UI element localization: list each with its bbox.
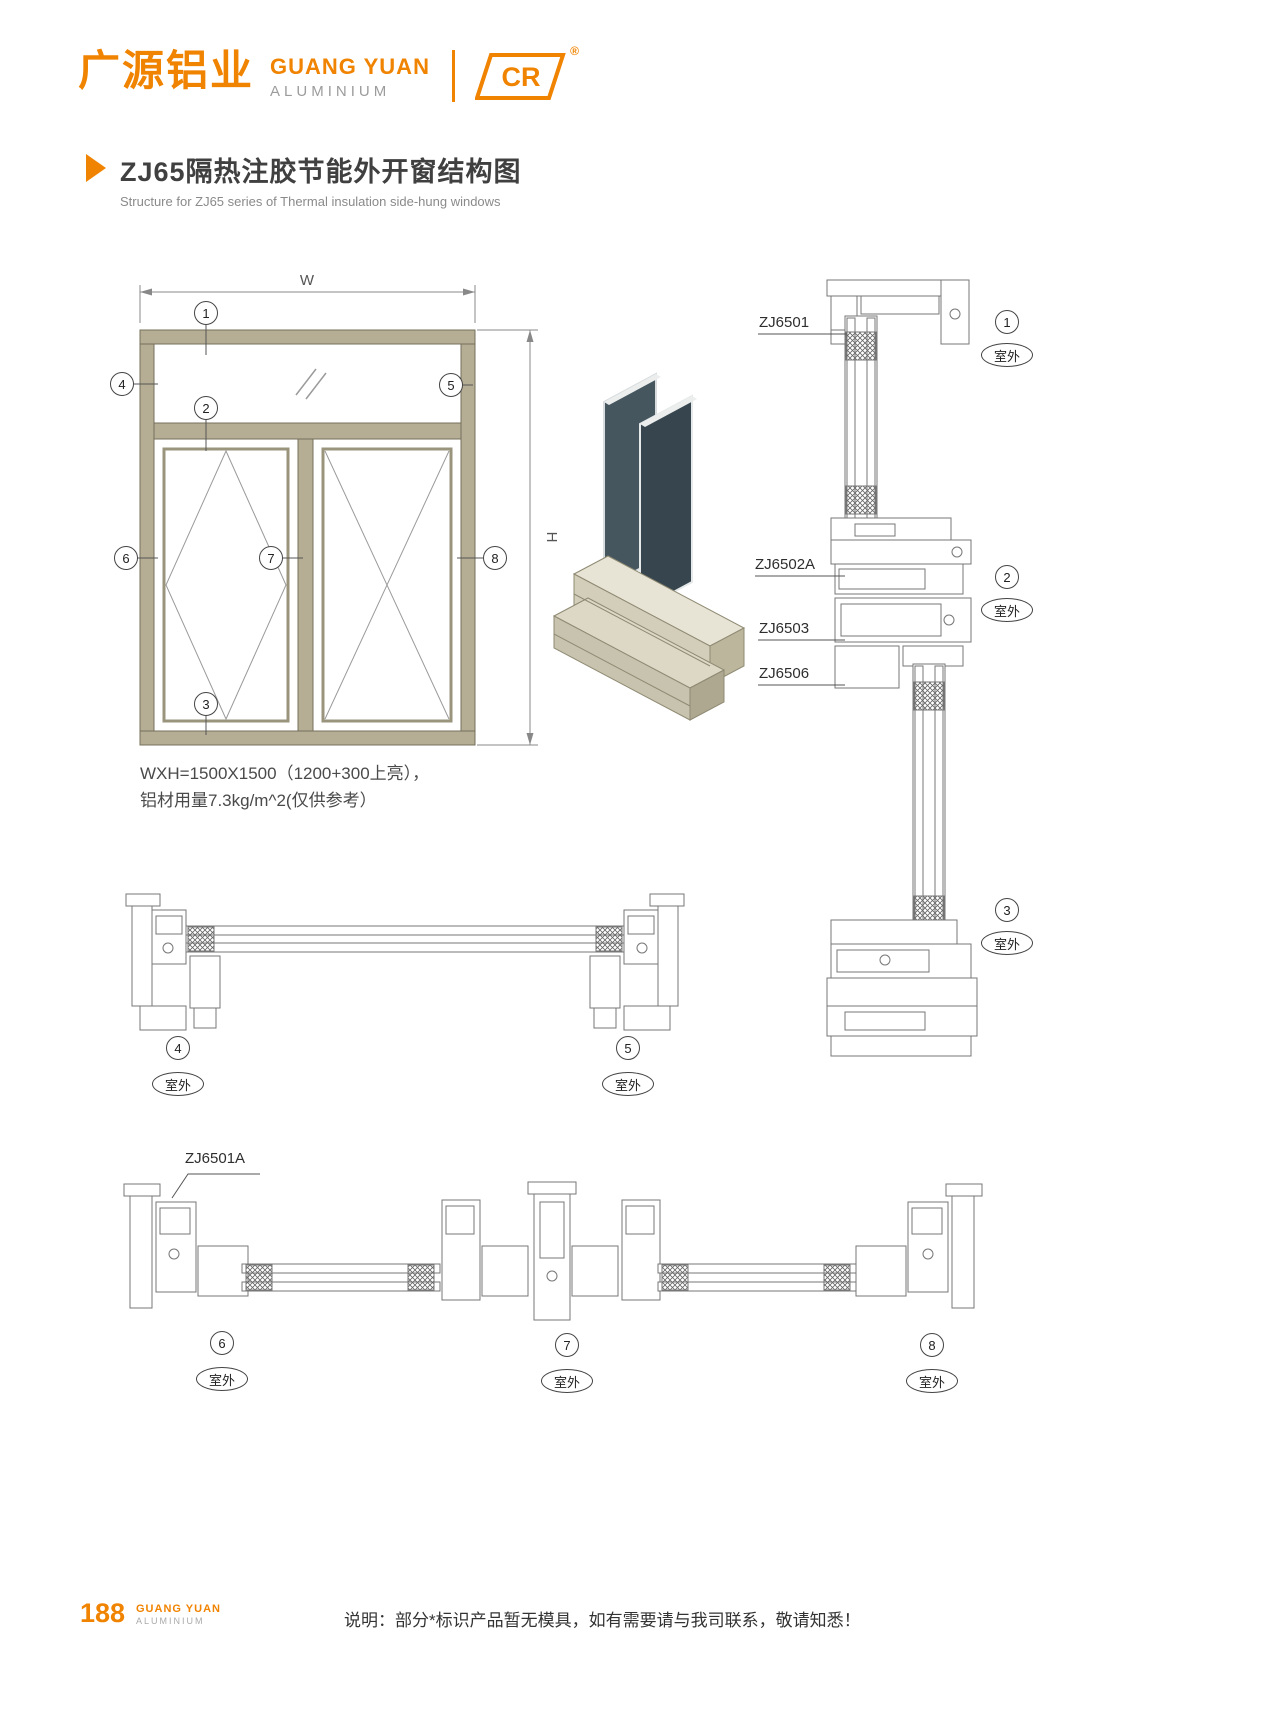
horizontal-section-bottom-drawing	[123, 1173, 983, 1321]
sash-frames	[162, 447, 453, 723]
outdoor-badge-8: 室外	[906, 1369, 958, 1393]
center-mullion-section	[441, 1181, 661, 1321]
section-callout-3: 3	[995, 898, 1019, 922]
brand-divider	[451, 50, 455, 102]
sill-section	[826, 919, 978, 1057]
brand-name-chinese: 广源铝业	[78, 47, 255, 94]
glazing-unit	[185, 925, 625, 953]
title-text-group: ZJ65隔热注胶节能外开窗结构图 Structure for ZJ65 seri…	[120, 150, 522, 209]
dim-w-label: W	[300, 272, 315, 289]
callout-6-number: 6	[122, 550, 130, 566]
zj6501a-leader	[171, 1173, 260, 1199]
part-label-zj6501a: ZJ6501A	[183, 1150, 248, 1167]
section-callout-1-number: 1	[1003, 314, 1011, 330]
callout-1: 1	[194, 301, 218, 325]
dim-h-label: H	[543, 532, 560, 543]
section-callout-7: 7	[555, 1333, 579, 1357]
glazing-unit-left	[241, 1263, 441, 1292]
brand-name-en-sub: ALUMINIUM	[270, 83, 391, 100]
callout-3-number: 3	[202, 696, 210, 712]
section-callout-1: 1	[995, 310, 1019, 334]
part-label-zj6503: ZJ6503	[757, 620, 812, 637]
brand-name-english: GUANG YUAN ALUMINIUM	[270, 48, 430, 100]
glazing-unit-top	[844, 315, 878, 531]
dimension-w	[139, 285, 476, 323]
page-subtitle: Structure for ZJ65 series of Thermal ins…	[120, 194, 501, 209]
opening-symbols	[165, 449, 450, 721]
section-callout-5-number: 5	[624, 1040, 632, 1056]
callout-8: 8	[483, 546, 507, 570]
part-label-zj6502a: ZJ6502A	[753, 556, 818, 573]
section-callout-2: 2	[995, 565, 1019, 589]
section-callout-3-number: 3	[1003, 902, 1011, 918]
brand-logo-badge: CR ®	[474, 44, 579, 111]
callout-2: 2	[194, 396, 218, 420]
section-callout-7-number: 7	[563, 1337, 571, 1353]
profile-3d-render	[552, 372, 746, 721]
right-jamb-section	[855, 1183, 983, 1309]
part-label-leaders	[755, 333, 847, 686]
left-jamb-section	[125, 893, 221, 1031]
callout-8-number: 8	[491, 550, 499, 566]
section-callout-4: 4	[166, 1036, 190, 1060]
registered-mark: ®	[570, 44, 579, 58]
page-number: 188	[80, 1598, 126, 1628]
page-title: ZJ65隔热注胶节能外开窗结构图	[120, 157, 522, 187]
outdoor-badge-1: 室外	[981, 343, 1033, 367]
glazing-unit-bottom	[912, 663, 946, 941]
svg-text:CR: CR	[501, 62, 540, 92]
part-label-zj6506: ZJ6506	[757, 665, 812, 682]
callout-5-number: 5	[447, 377, 455, 393]
outdoor-badge-4: 室外	[152, 1072, 204, 1096]
horizontal-section-top-drawing	[125, 893, 685, 1031]
section-callout-6-number: 6	[218, 1335, 226, 1351]
cr-logo-icon: CR	[474, 53, 566, 100]
sash-bottom-section	[830, 517, 972, 565]
footer-brand-sub: ALUMINIUM	[136, 1616, 205, 1626]
brand-header: 广源铝业 GUANG YUAN ALUMINIUM CR ®	[78, 44, 579, 111]
callout-7-number: 7	[267, 550, 275, 566]
section-callout-5: 5	[616, 1036, 640, 1060]
glazing-unit-right	[657, 1263, 857, 1292]
callout-2-number: 2	[202, 400, 210, 416]
section-callout-2-number: 2	[1003, 569, 1011, 585]
elevation-note-line2: 铝材用量7.3kg/m^2(仅供参考）	[140, 791, 377, 810]
dimension-h	[477, 329, 538, 746]
window-elevation-drawing: W H	[134, 272, 560, 746]
brand-name-en-main: GUANG YUAN	[270, 54, 430, 79]
footer-note: 说明：部分*标识产品暂无模具，如有需要请与我司联系，敬请知悉！	[344, 1611, 861, 1630]
callout-4: 4	[110, 372, 134, 396]
window-frame	[139, 329, 476, 746]
part-label-zj6501: ZJ6501	[757, 314, 812, 331]
outdoor-badge-5: 室外	[602, 1072, 654, 1096]
section-callout-6: 6	[210, 1331, 234, 1355]
outdoor-badge-6: 室外	[196, 1367, 248, 1391]
section-callout-8: 8	[920, 1333, 944, 1357]
callout-5: 5	[439, 373, 463, 397]
vertical-section-drawing	[755, 279, 978, 1057]
callout-4-number: 4	[118, 376, 126, 392]
title-block: ZJ65隔热注胶节能外开窗结构图 Structure for ZJ65 seri…	[86, 150, 522, 209]
glass-panes	[603, 372, 697, 612]
outdoor-badge-7: 室外	[541, 1369, 593, 1393]
outdoor-badge-2: 室外	[981, 598, 1033, 622]
callout-7: 7	[259, 546, 283, 570]
elevation-note: WXH=1500X1500（1200+300上亮）， 铝材用量7.3kg/m^2…	[140, 760, 429, 814]
callout-1-number: 1	[202, 305, 210, 321]
callout-leaders	[134, 325, 483, 735]
footer-brand: GUANG YUAN ALUMINIUM	[136, 1603, 221, 1626]
transom-section	[834, 563, 972, 689]
right-jamb-section	[589, 893, 685, 1031]
profile-body	[552, 555, 746, 721]
section-callout-4-number: 4	[174, 1040, 182, 1056]
left-jamb-section	[123, 1183, 249, 1309]
glazing-marks	[295, 368, 327, 400]
elevation-note-line1: WXH=1500X1500（1200+300上亮），	[140, 764, 430, 783]
callout-3: 3	[194, 692, 218, 716]
title-arrow-icon	[86, 154, 106, 182]
callout-6: 6	[114, 546, 138, 570]
footer-brand-main: GUANG YUAN	[136, 1603, 221, 1615]
section-callout-8-number: 8	[928, 1337, 936, 1353]
outdoor-badge-3: 室外	[981, 931, 1033, 955]
